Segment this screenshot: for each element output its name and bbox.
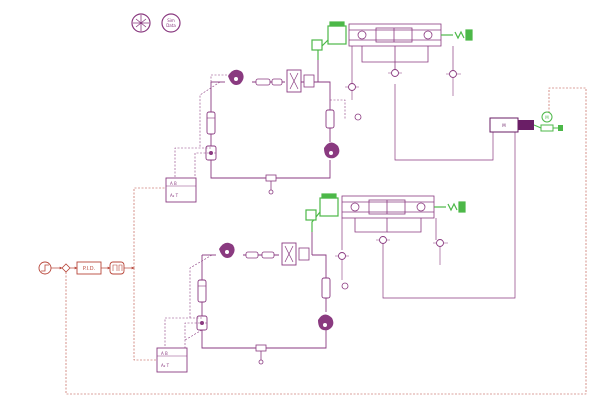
upper-mech-supports — [351, 46, 494, 161]
upper-reservoir[interactable]: A B A₂ T — [165, 177, 197, 203]
sim-data-label-1: Sim — [167, 18, 175, 23]
lower-dashed-lines — [164, 254, 213, 348]
lower-mech-supports — [341, 128, 516, 299]
upper-ground-1 — [354, 113, 362, 121]
signal-dashed-lines — [65, 87, 587, 395]
lower-right-cylinder[interactable] — [321, 277, 331, 299]
sim-data-label-2: Data — [166, 23, 176, 28]
lower-right-pump[interactable] — [318, 314, 334, 331]
svg-text:A₂ T: A₂ T — [170, 193, 179, 198]
lower-reservoir[interactable]: A B A₂ T — [156, 347, 188, 373]
lower-mech-stage — [341, 195, 435, 233]
lower-tee[interactable] — [255, 344, 267, 365]
lower-joint-3[interactable] — [433, 239, 448, 266]
solver-config-block[interactable] — [131, 13, 151, 33]
upper-valve-right[interactable] — [303, 74, 315, 88]
upper-right-pump[interactable] — [324, 142, 340, 159]
motor-sensor[interactable]: M — [533, 111, 563, 132]
lower-joint-1[interactable] — [335, 252, 349, 281]
lower-valve-right[interactable] — [298, 247, 310, 261]
upper-right-cylinder[interactable] — [325, 109, 335, 129]
upper-mech-translational[interactable] — [311, 21, 473, 60]
lower-filter[interactable] — [245, 251, 275, 259]
lower-joint-2[interactable] — [376, 236, 390, 244]
upper-left-cylinder[interactable] — [206, 111, 216, 135]
upper-dashed-lines — [174, 74, 346, 178]
signal-converter[interactable] — [109, 261, 125, 275]
signal-source[interactable] — [38, 261, 52, 275]
motor-label: M — [502, 123, 506, 128]
upper-valve[interactable] — [286, 69, 302, 93]
upper-tee[interactable] — [265, 174, 277, 195]
sim-data-block[interactable]: Sim Data — [161, 13, 181, 33]
upper-filter[interactable] — [255, 78, 283, 86]
pid-label: P.I.D. — [83, 266, 96, 272]
motor-actuator[interactable]: M — [489, 117, 534, 133]
upper-joint-1[interactable] — [345, 83, 359, 101]
lower-mech-translational[interactable] — [305, 193, 466, 232]
lower-pump-left[interactable] — [219, 242, 235, 258]
upper-joint-3[interactable] — [446, 70, 461, 97]
svg-text:A₂ T: A₂ T — [161, 363, 170, 368]
lower-valve[interactable] — [281, 242, 297, 266]
svg-text:A B: A B — [161, 351, 168, 356]
pid-controller-block[interactable]: P.I.D. — [76, 261, 102, 275]
svg-text:A B: A B — [170, 181, 177, 186]
upper-pump-left[interactable] — [228, 69, 244, 85]
sum-junction[interactable] — [61, 263, 71, 273]
upper-joint-2[interactable] — [388, 69, 402, 77]
sensor-label: M — [545, 115, 549, 120]
lower-left-cylinder[interactable] — [197, 279, 207, 303]
lower-ground-1 — [341, 282, 349, 290]
upper-mech-stage — [348, 23, 442, 72]
